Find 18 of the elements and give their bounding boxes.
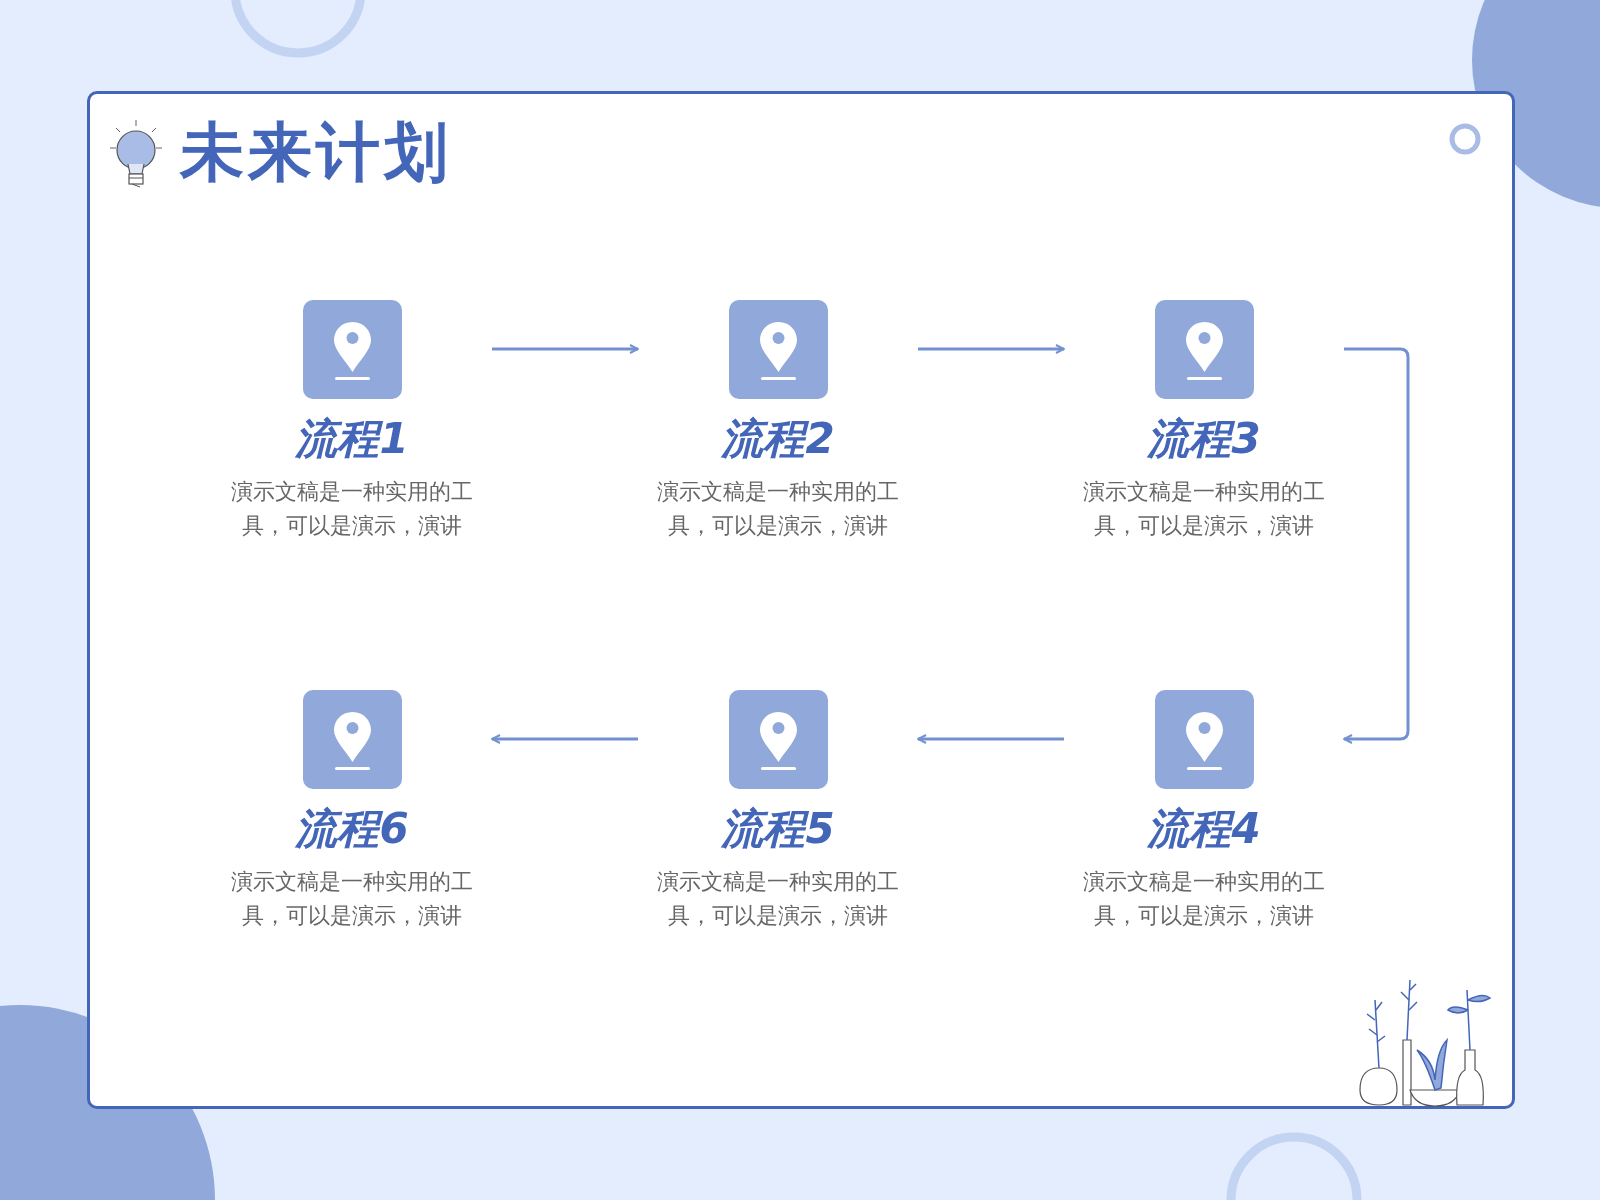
step-heading: 流程1 [295,413,409,465]
arrow [1343,347,1410,744]
arrow [918,344,1065,354]
step-heading: 流程5 [721,803,835,855]
step-description: 演示文稿是一种实用的工具，可以是演示，演讲 [230,478,474,540]
title: 未来计划 [180,114,452,191]
step-heading: 流程6 [295,803,409,855]
step-heading: 流程3 [1147,413,1261,465]
arrow [492,344,639,354]
step-heading: 流程4 [1147,803,1261,855]
step-description: 演示文稿是一种实用的工具，可以是演示，演讲 [1082,478,1326,540]
step-description: 演示文稿是一种实用的工具，可以是演示，演讲 [656,868,900,930]
step-description: 演示文稿是一种实用的工具，可以是演示，演讲 [230,868,474,930]
step-heading: 流程2 [721,413,835,465]
arrow [491,734,638,744]
arrow [917,734,1064,744]
step-description: 演示文稿是一种实用的工具，可以是演示，演讲 [1082,868,1326,930]
step-description: 演示文稿是一种实用的工具，可以是演示，演讲 [656,478,900,540]
